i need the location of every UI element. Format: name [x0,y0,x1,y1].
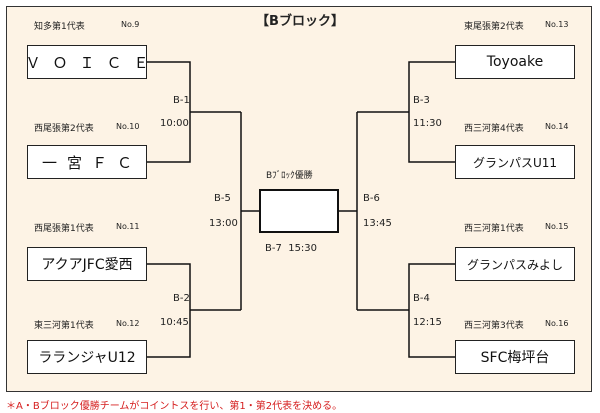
match-b4-id: B-4 [413,293,430,304]
champion-label: Bﾌﾞﾛｯｸ優勝 [266,171,313,181]
match-b1-time: 10:00 [160,118,189,129]
match-b5-id: B-5 [214,193,231,204]
match-b1-id: B-1 [173,95,190,106]
team-16-region: 西三河第3代表 [464,321,524,331]
team-13-region: 東尾張第2代表 [464,22,524,32]
match-b3-time: 11:30 [413,118,442,129]
team-14-region: 西三河第4代表 [464,124,524,134]
team-10-box: 一宮ＦＣ [27,145,147,179]
team-12-region: 東三河第1代表 [34,321,94,331]
footnote: ＊A・Bブロック優勝チームがコイントスを行い、第1・第2代表を決める。 [6,401,343,412]
match-b3-id: B-3 [413,95,430,106]
team-13-no: No.13 [545,20,569,29]
team-15-no: No.15 [545,222,569,231]
team-16-box: SFC梅坪台 [455,340,575,374]
team-11-no: No.11 [116,222,140,231]
team-13-box: Toyoake [455,45,575,79]
team-10-no: No.10 [116,122,140,131]
line-b4 [408,263,455,358]
line-b3 [408,61,455,163]
line-b1 [147,61,191,163]
team-10-region: 西尾張第2代表 [34,124,94,134]
match-b7-label: B-7 15:30 [265,243,318,254]
match-b4-time: 12:15 [413,317,442,328]
match-b6-id: B-6 [363,193,380,204]
match-b6-time: 13:45 [363,218,392,229]
match-b5-time: 13:00 [209,218,238,229]
match-b2-time: 10:45 [160,317,189,328]
team-14-no: No.14 [545,122,569,131]
team-12-no: No.12 [116,319,140,328]
team-11-region: 西尾張第1代表 [34,224,94,234]
team-15-region: 西三河第1代表 [464,224,524,234]
team-14-box: グランパスU11 [455,145,575,179]
block-title: 【Bブロック】 [256,14,344,29]
team-9-box: ＶＯＩＣＥ [26,45,149,79]
team-15-box: グランパスみよし [455,247,575,281]
team-11-box: アクアJFC愛西 [27,247,147,281]
team-9-region: 知多第1代表 [34,22,85,32]
team-16-no: No.16 [545,319,569,328]
match-b2-id: B-2 [173,293,190,304]
team-12-box: ラランジャU12 [27,340,147,374]
final-box [259,189,339,233]
line-b2 [147,263,191,358]
team-9-no: No.9 [121,20,140,29]
